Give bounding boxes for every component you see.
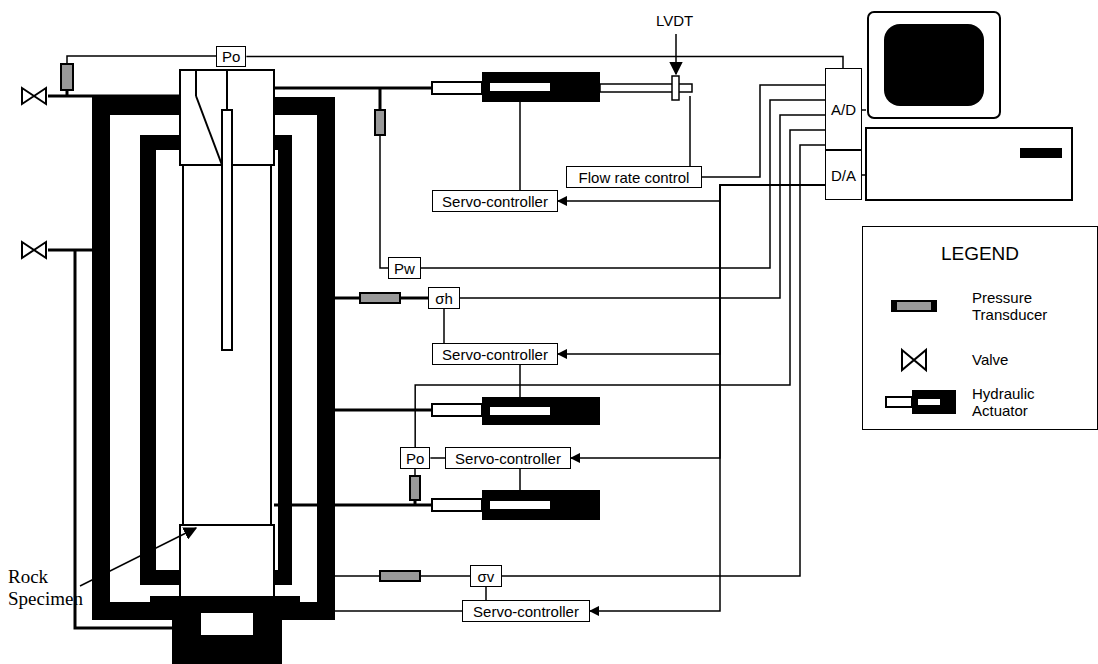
servo-controller: Servo-controller — [445, 447, 571, 469]
box-text: Servo-controller — [455, 450, 561, 467]
pore-line — [196, 96, 222, 165]
pressure-lines — [274, 88, 432, 505]
box-text: A/D — [831, 101, 856, 118]
box-text: Po — [406, 450, 424, 467]
loading-jack — [172, 612, 282, 664]
converter-box: D/A — [825, 150, 862, 200]
sensor-label: LVDT — [656, 12, 693, 29]
inner-chamber — [156, 150, 278, 570]
box-text: LEGEND — [941, 243, 1019, 265]
signal-box: Po — [216, 46, 246, 67]
signal-connector — [415, 130, 825, 447]
box-text: D/A — [831, 167, 856, 184]
probe-line — [226, 70, 228, 110]
pressure-transducer — [360, 110, 420, 581]
legend-entry: Hydraulic Actuator — [880, 382, 1072, 422]
legend-text: Pressure Transducer — [972, 289, 1072, 324]
box-text: Servo-controller — [442, 346, 548, 363]
signal-wire — [67, 56, 216, 64]
leader-line — [80, 528, 196, 586]
part-label: Rock Specimen — [8, 566, 98, 610]
bottom-piston — [180, 525, 274, 598]
valve-sample — [880, 340, 960, 380]
signal-box: σv — [470, 565, 502, 587]
signal-connector — [571, 185, 825, 458]
box-text: Pw — [394, 260, 415, 277]
actuator-sample — [880, 382, 960, 422]
signal-connector — [702, 85, 825, 177]
box-text: σh — [435, 290, 453, 307]
signal-connector — [485, 587, 487, 600]
legend-text: Valve — [972, 351, 1072, 368]
servo-controller: Servo-controller — [432, 343, 558, 365]
borehole-probe — [222, 110, 232, 350]
confining-chamber — [110, 115, 317, 602]
signal-connector — [590, 185, 825, 611]
converter-box: A/D — [825, 68, 862, 150]
signal-connector — [246, 57, 843, 69]
signal-connector — [558, 185, 825, 354]
signal-wires — [282, 96, 866, 611]
lvdt-sensor — [600, 34, 692, 100]
jack-ram — [200, 612, 254, 636]
signal-connector — [443, 309, 445, 343]
transducer-sample — [880, 286, 960, 326]
base-plate — [150, 596, 300, 612]
box-text: Servo-controller — [473, 603, 579, 620]
valve-symbol — [22, 88, 46, 258]
legend-text: Hydraulic Actuator — [972, 385, 1072, 420]
box-text: Flow rate control — [579, 169, 690, 186]
box-text: Po — [222, 48, 240, 65]
pressure-transducer — [61, 64, 73, 90]
servo-controller: Servo-controller — [462, 600, 590, 622]
legend-entry: Pressure Transducer — [880, 286, 1072, 326]
signal-connector — [421, 100, 825, 268]
cell-wall — [92, 97, 335, 620]
signal-box: Pw — [388, 257, 421, 279]
computer — [866, 12, 1072, 200]
servo-controller: Servo-controller — [432, 190, 558, 212]
pore-line — [195, 70, 197, 96]
inner-sleeve — [140, 135, 292, 585]
signal-connector — [430, 457, 445, 459]
control-box: Flow rate control — [566, 166, 702, 188]
signal-box: Po — [400, 447, 430, 469]
legend-entry: Valve — [880, 340, 1072, 380]
signal-box: σh — [428, 287, 460, 309]
box-text: σv — [478, 568, 495, 585]
box-text: Servo-controller — [442, 193, 548, 210]
